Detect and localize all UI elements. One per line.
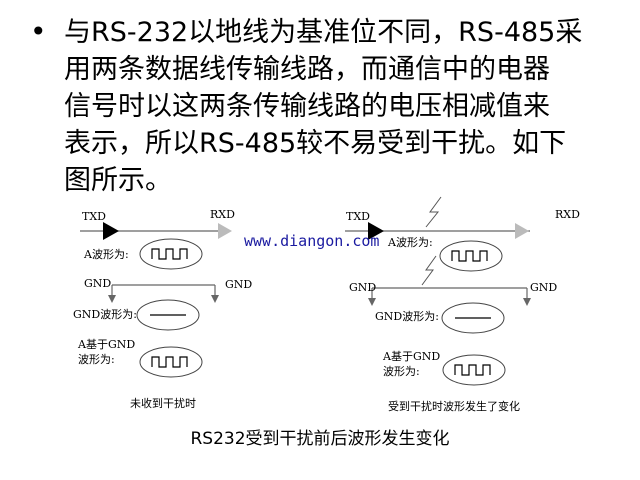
right-rxd-label: RXD	[555, 208, 580, 221]
right-a-wave-label: A波形为:	[387, 236, 433, 249]
left-panel: TXD RXD A波形为: GND GND GND波形为: A基于GND 波形为…	[73, 208, 252, 410]
left-gnd-label-left: GND	[84, 277, 111, 290]
right-gnd-arrow-left-icon	[368, 298, 376, 306]
left-tx-arrow-icon	[103, 222, 119, 240]
right-txd-label: TXD	[346, 210, 370, 223]
body-line-1: 与RS-232以地线为基准位不同，RS-485采	[64, 17, 583, 48]
right-gnd-arrow-right-icon	[523, 298, 531, 306]
right-a-square-wave-icon	[451, 250, 488, 262]
right-gnd-wave-label: GND波形为:	[375, 310, 439, 323]
right-gnd-label-left: GND	[349, 281, 376, 294]
right-diff-wave-bubble	[442, 354, 506, 386]
left-gnd-arrow-left-icon	[108, 295, 116, 303]
left-gnd-wave-label: GND波形为:	[73, 308, 137, 321]
bullet-glyph: •	[30, 15, 47, 48]
lightning-icon	[425, 196, 442, 228]
left-gnd-arrow-right-icon	[211, 295, 219, 303]
left-a-wave-bubble	[139, 238, 203, 270]
right-rx-arrow-icon	[515, 223, 529, 239]
body-line-4: 表示，所以RS-485较不易受到干扰。如下	[64, 128, 567, 159]
left-note: 未收到干扰时	[130, 396, 196, 410]
watermark: www.diangon.com	[244, 232, 379, 250]
left-a-square-wave-icon	[151, 248, 188, 260]
left-rxd-label: RXD	[210, 208, 235, 221]
right-a-wave-bubble	[439, 240, 503, 272]
right-tx-arrow-icon	[368, 222, 384, 240]
left-a-wave-label: A波形为:	[83, 248, 129, 261]
left-gnd-label-right: GND	[225, 278, 252, 291]
right-gnd-label-right: GND	[530, 281, 557, 294]
left-diff-square-wave-icon	[151, 356, 188, 368]
figure-caption: RS232受到干扰前后波形发生变化	[190, 429, 450, 449]
right-panel: TXD RXD A波形为: GND GND GND波形为: A基于GND 波形为…	[345, 196, 580, 413]
body-paragraph: 与RS-232以地线为基准位不同，RS-485采 用两条数据线传输线路，而通信中…	[64, 14, 582, 199]
body-line-2: 用两条数据线传输线路，而通信中的电器	[64, 54, 550, 85]
left-diff-wave-bubble	[139, 346, 203, 378]
left-txd-label: TXD	[82, 210, 106, 223]
text-block: • 与RS-232以地线为基准位不同，RS-485采 用两条数据线传输线路，而通…	[30, 14, 610, 199]
right-a-vs-gnd-label-2: 波形为:	[383, 365, 420, 378]
right-a-vs-gnd-label-1: A基于GND	[382, 350, 440, 363]
left-rx-arrow-icon	[218, 223, 232, 239]
left-a-vs-gnd-label-2: 波形为:	[78, 353, 115, 366]
left-gnd-wave-bubble	[136, 299, 200, 331]
lightning-icon	[421, 255, 437, 286]
body-line-5: 图所示。	[64, 165, 172, 196]
right-note: 受到干扰时波形发生了变化	[388, 399, 520, 413]
right-diff-square-wave-icon	[454, 364, 491, 376]
left-a-vs-gnd-label-1: A基于GND	[77, 338, 135, 351]
right-gnd-wave-bubble	[441, 302, 505, 334]
body-line-3: 信号时以这两条传输线路的电压相减值来	[64, 91, 550, 122]
